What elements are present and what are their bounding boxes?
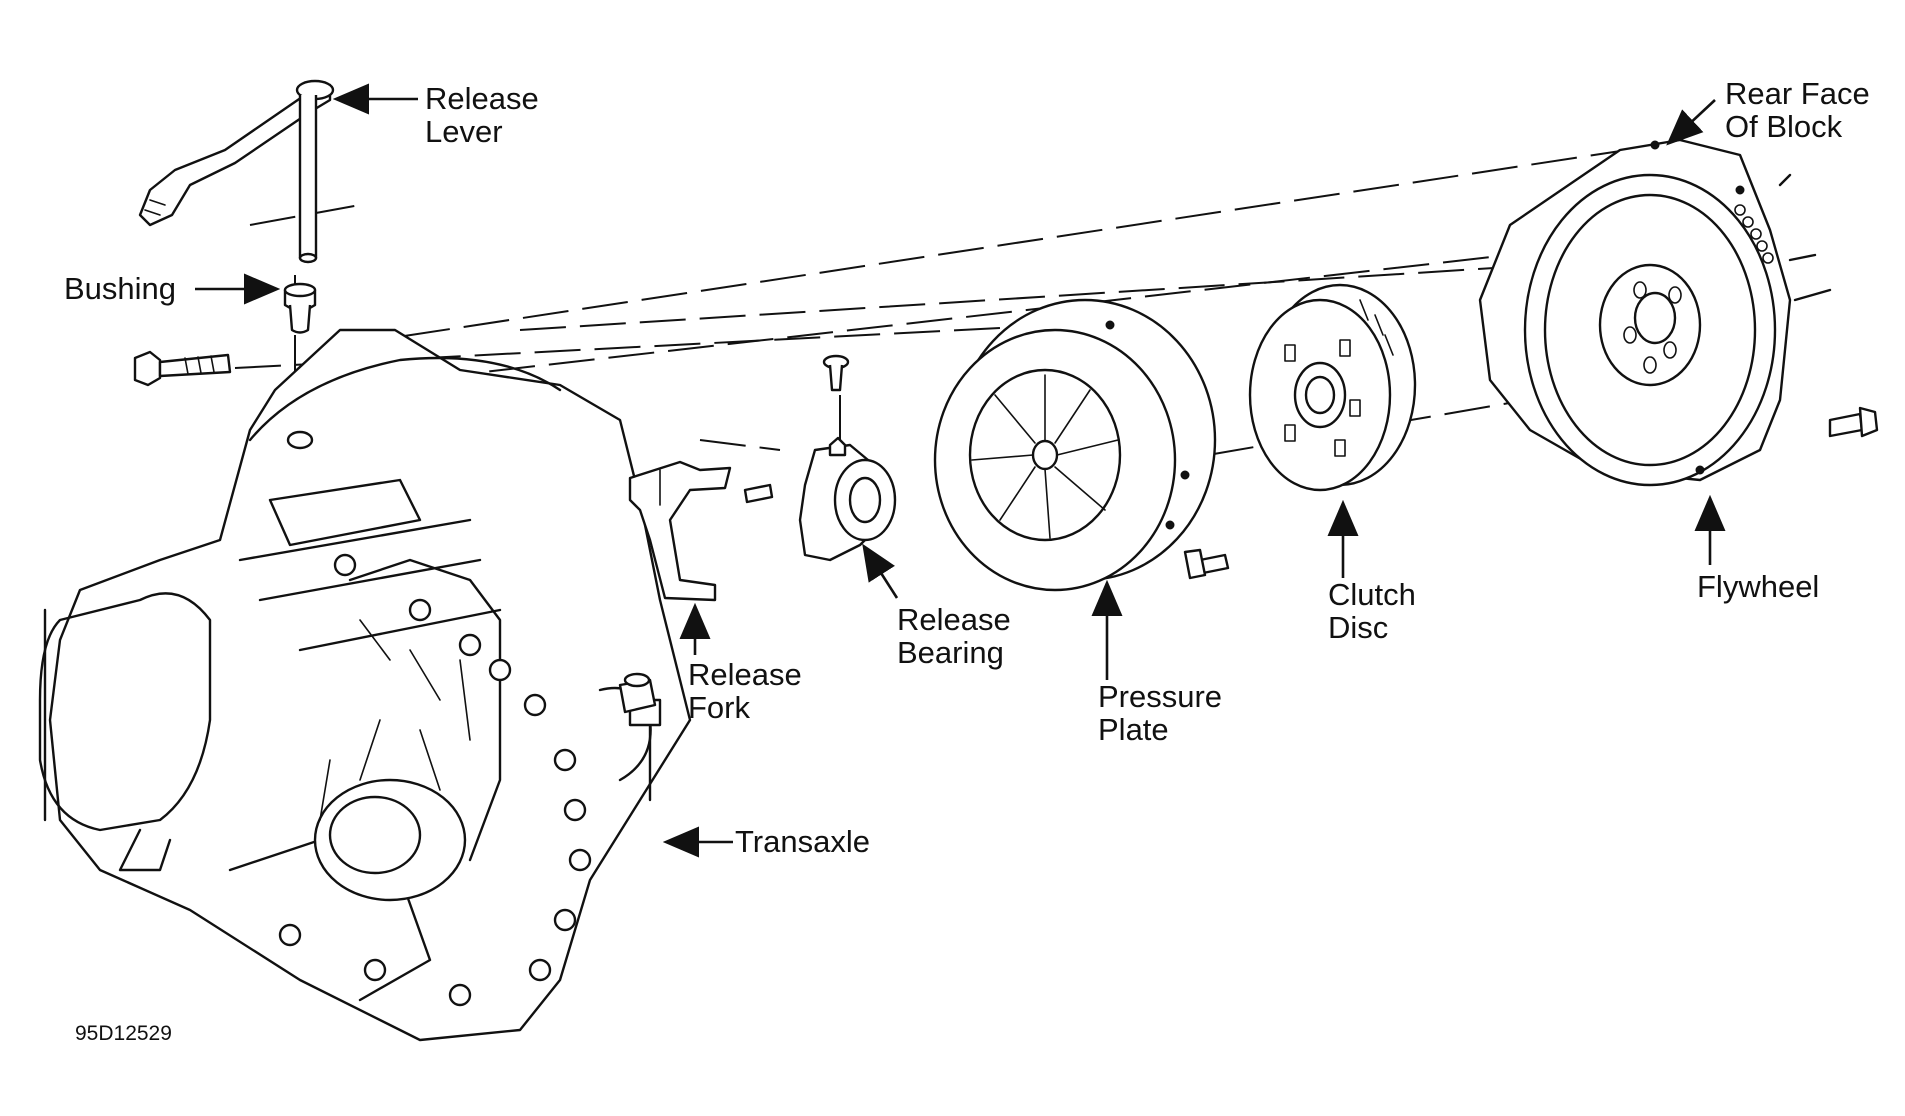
pressure-plate: [933, 298, 1217, 592]
figure-code: 95D12529: [75, 1022, 172, 1045]
release-bearing: [798, 354, 897, 562]
release-lever-label: Release Lever: [425, 82, 539, 148]
clutch-disc-label-line-1: Clutch: [1328, 577, 1416, 612]
rear-face-of-block-label-line-1: Rear Face: [1725, 76, 1870, 111]
pressure-plate-label-line-2: Plate: [1098, 712, 1169, 747]
flywheel-label: Flywheel: [1697, 569, 1820, 604]
clutch-disc-label: Clutch Disc: [1328, 578, 1416, 644]
pressure-plate-label-line-1: Pressure: [1098, 679, 1223, 714]
bushing: [283, 282, 317, 334]
clutch-disc: [1248, 283, 1417, 492]
bushing-label: Bushing: [64, 271, 177, 306]
pressure-plate-label: Pressure Plate: [1098, 680, 1222, 746]
release-fork: [628, 460, 732, 602]
release-lever-label-line-2: Lever: [425, 114, 503, 149]
release-bearing-label-line-1: Release: [897, 602, 1011, 637]
release-lever: [138, 79, 335, 264]
transaxle: [38, 328, 692, 1042]
transaxle-bolt-heads: [278, 553, 592, 1007]
bolts: [133, 350, 1879, 580]
release-lever-label-line-1: Release: [425, 81, 539, 116]
clutch-disc-label-line-2: Disc: [1328, 610, 1389, 645]
transaxle-label: Transaxle: [735, 824, 870, 859]
rear-face-of-block-label: Rear Face Of Block: [1725, 77, 1870, 143]
release-fork-label-line-2: Fork: [688, 690, 750, 725]
rear-face-of-block-label-line-2: Of Block: [1725, 109, 1843, 144]
release-bearing-label: Release Bearing: [897, 603, 1011, 669]
flywheel: [1478, 138, 1832, 487]
ring-gear-teeth: [1734, 204, 1774, 264]
release-fork-label-line-1: Release: [688, 657, 802, 692]
release-bearing-label-line-2: Bearing: [897, 635, 1004, 670]
callout-arrows: [195, 83, 1726, 858]
release-fork-label: Release Fork: [688, 658, 802, 724]
